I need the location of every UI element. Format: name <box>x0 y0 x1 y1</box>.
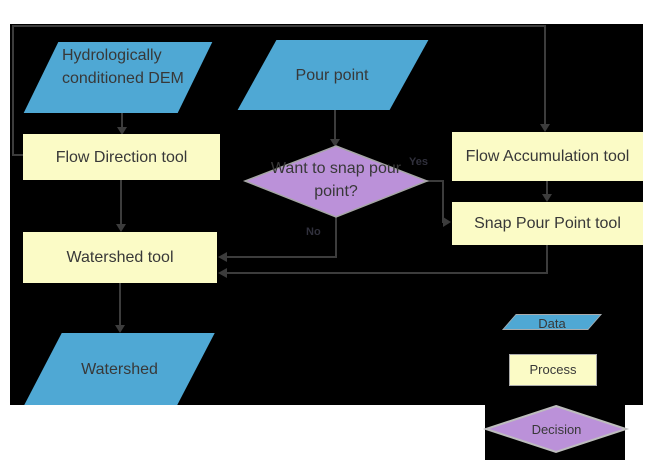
edge-snappourpoint-to-watershedtool <box>226 245 548 274</box>
arrowhead-down-watershed <box>115 325 125 333</box>
flow-accumulation-label: Flow Accumulation tool <box>465 148 630 165</box>
legend-decision-label: Decision <box>531 422 582 437</box>
snap-pour-point-label: Snap Pour Point tool <box>474 215 621 232</box>
decision-diamond-shape <box>242 145 430 218</box>
edge-decision-yes-to-snappourpoint <box>427 180 444 223</box>
watershed-tool-label: Watershed tool <box>66 249 174 266</box>
arrowhead-down-flowaccumulation <box>540 124 550 132</box>
legend-decision-shape <box>482 404 630 454</box>
flow-accumulation-box <box>452 132 643 181</box>
legend-process-shape <box>509 354 597 386</box>
flow-direction-box <box>23 134 220 180</box>
flow-direction-label: Flow Direction tool <box>55 149 188 166</box>
watershed-label: Watershed <box>81 361 158 378</box>
arrowhead-left-watershedtool-return <box>218 268 227 278</box>
arrowhead-left-watershedtool-no <box>218 252 227 262</box>
edge-decision-no-to-watershedtool <box>226 217 337 258</box>
dem-label: Hydrologically conditioned DEM <box>62 47 184 87</box>
decision-label: Want to snap pour point? <box>270 160 402 200</box>
arrowhead-down-watershedtool <box>116 224 126 232</box>
arrowhead-down-decision <box>330 139 340 147</box>
watershed-tool-box <box>23 232 217 283</box>
edge-label-no: No <box>306 226 321 238</box>
edge-flowdirection-to-flowaccumulation <box>12 25 546 156</box>
legend-process-label: Process <box>529 362 577 377</box>
arrowhead-down-flowdirection <box>117 127 127 135</box>
snap-pour-point-box <box>452 202 643 245</box>
arrowhead-right-snappourpoint <box>443 217 451 227</box>
pour-point-label: Pour point <box>295 67 369 84</box>
edge-label-yes: Yes <box>409 156 428 168</box>
legend-data-label: Data <box>538 316 566 331</box>
arrowhead-down-snappourpoint <box>542 194 552 202</box>
